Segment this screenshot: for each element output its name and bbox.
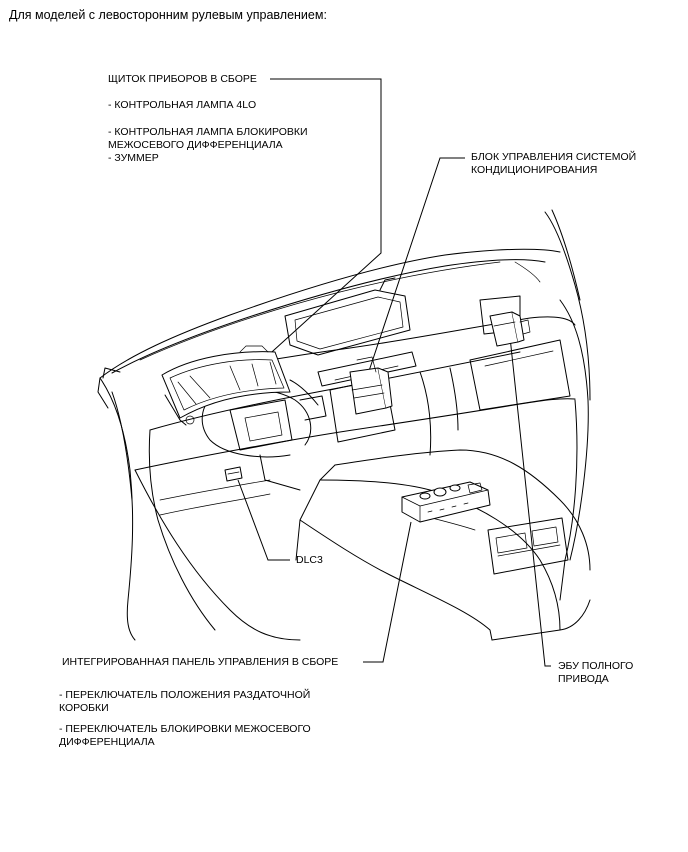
label-center-diff-lock-indicator-line2: МЕЖОСЕВОГО ДИФФЕРЕНЦИАЛА (108, 139, 283, 151)
4wd-ecu-component (489, 311, 531, 347)
label-ac-amplifier-line2: КОНДИЦИОНИРОВАНИЯ (471, 164, 598, 176)
dashboard-outline (97, 209, 591, 641)
label-transfer-switch-line2: КОРОБКИ (59, 702, 109, 714)
label-transfer-switch-line1: - ПЕРЕКЛЮЧАТЕЛЬ ПОЛОЖЕНИЯ РАЗДАТОЧНОЙ (59, 689, 311, 701)
leader-combination-meter (262, 78, 382, 361)
combination-meter (161, 345, 291, 426)
label-4wd-ecu-line2: ПРИВОДА (558, 673, 609, 685)
label-center-diff-lock-indicator-line1: - КОНТРОЛЬНАЯ ЛАМПА БЛОКИРОВКИ (108, 126, 308, 138)
leader-4wd-ecu (509, 336, 551, 667)
label-center-diff-lock-switch-line1: - ПЕРЕКЛЮЧАТЕЛЬ БЛОКИРОВКИ МЕЖОСЕВОГО (59, 723, 311, 735)
leader-lines (237, 78, 551, 667)
page-title: Для моделей с левосторонним рулевым упра… (9, 8, 327, 22)
integrated-control-panel-component (401, 481, 491, 523)
label-center-diff-lock-switch-line2: ДИФФЕРЕНЦИАЛА (59, 736, 155, 748)
leader-ac-amplifier (368, 157, 465, 372)
label-dlc3: DLC3 (296, 554, 323, 566)
label-combination-meter: ЩИТОК ПРИБОРОВ В СБОРЕ (108, 73, 257, 85)
leader-dlc3 (237, 479, 290, 561)
label-ac-amplifier-line1: БЛОК УПРАВЛЕНИЯ СИСТЕМОЙ (471, 151, 637, 163)
label-integrated-control-panel: ИНТЕГРИРОВАННАЯ ПАНЕЛЬ УПРАВЛЕНИЯ В СБОР… (62, 656, 339, 668)
label-4lo-indicator: - КОНТРОЛЬНАЯ ЛАМПА 4LO (108, 99, 257, 111)
dlc3-component (224, 466, 243, 482)
label-buzzer: - ЗУММЕР (108, 152, 159, 164)
leader-integrated-control-panel (363, 521, 412, 663)
label-4wd-ecu-line1: ЭБУ ПОЛНОГО (558, 660, 634, 672)
ac-amplifier-component (349, 356, 393, 415)
